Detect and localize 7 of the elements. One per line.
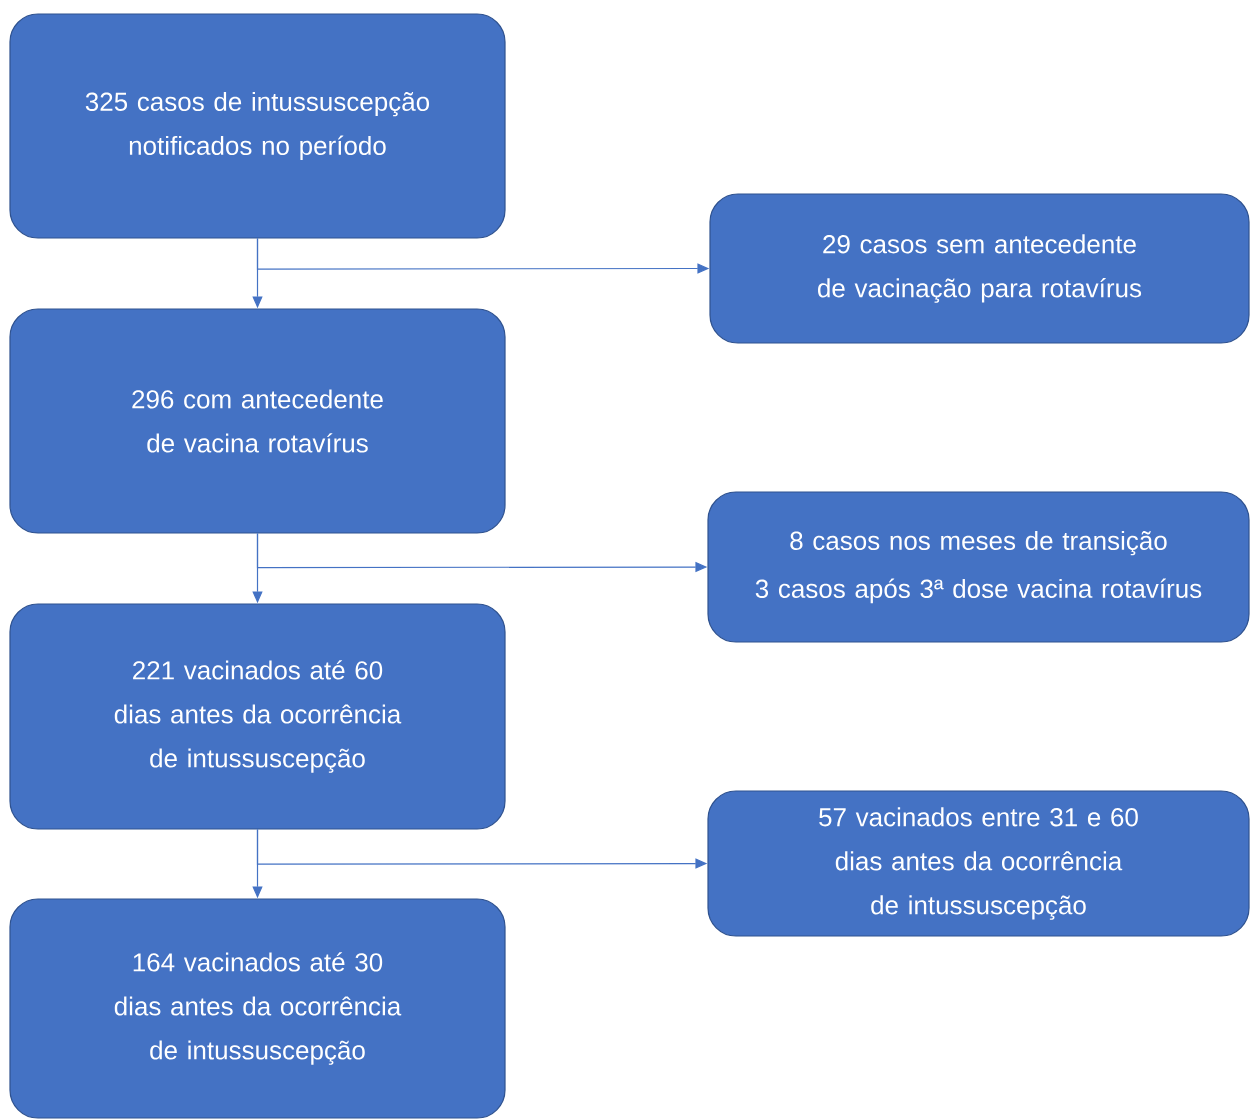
process-box: 296 com antecedente de vacina rotavírus	[9, 308, 506, 534]
process-box: 164 vacinados até 30 dias antes da ocorrência de intussuscepção	[9, 898, 506, 1119]
process-box: 325 casos de intussuscepção notificados no período	[9, 13, 506, 239]
process-box: 57 vacinados entre 31 e 60 dias antes da ocorrência de intussuscepção	[707, 790, 1250, 937]
process-box: 8 casos nos meses de transição 3 casos após 3ª dose vacina rotavírus	[707, 491, 1250, 643]
process-box: 221 vacinados até 60 dias antes da ocorrência de intussuscepção	[9, 603, 506, 830]
process-box: 29 casos sem antecedente de vacinação para rotavírus	[709, 193, 1250, 344]
